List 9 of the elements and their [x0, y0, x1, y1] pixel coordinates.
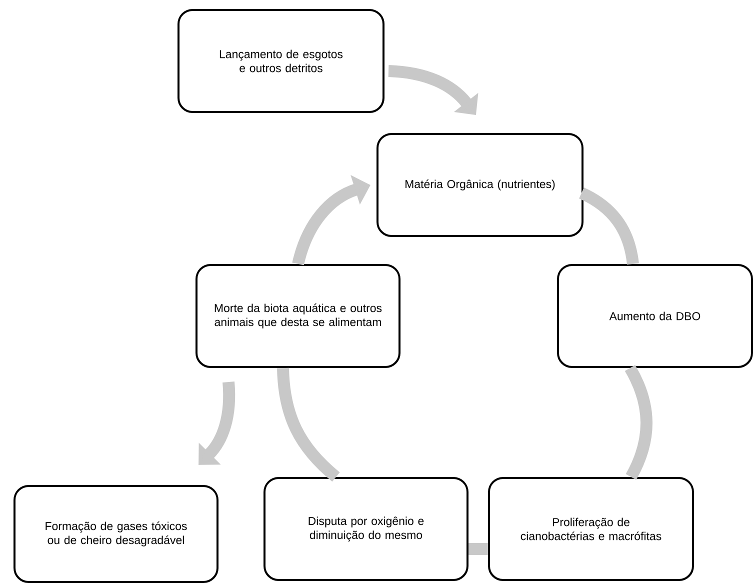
- arrow: [388, 65, 478, 115]
- process-box: Aumento da DBO: [557, 264, 753, 368]
- process-box: Proliferação de cianobactérias e macrófitas: [488, 476, 694, 581]
- process-box: Formação de gases tóxicos ou de cheiro desagradável: [14, 484, 218, 583]
- process-box: Disputa por oxigênio e diminuição do mesmo: [264, 476, 468, 581]
- arrow: [198, 382, 236, 465]
- process-box: Matéria Orgânica (nutrientes): [376, 133, 584, 237]
- process-box: Lançamento de esgotos e outros detritos: [178, 9, 384, 113]
- process-box: Morte da biota aquática e outros animais que desta se alimentam: [196, 264, 400, 368]
